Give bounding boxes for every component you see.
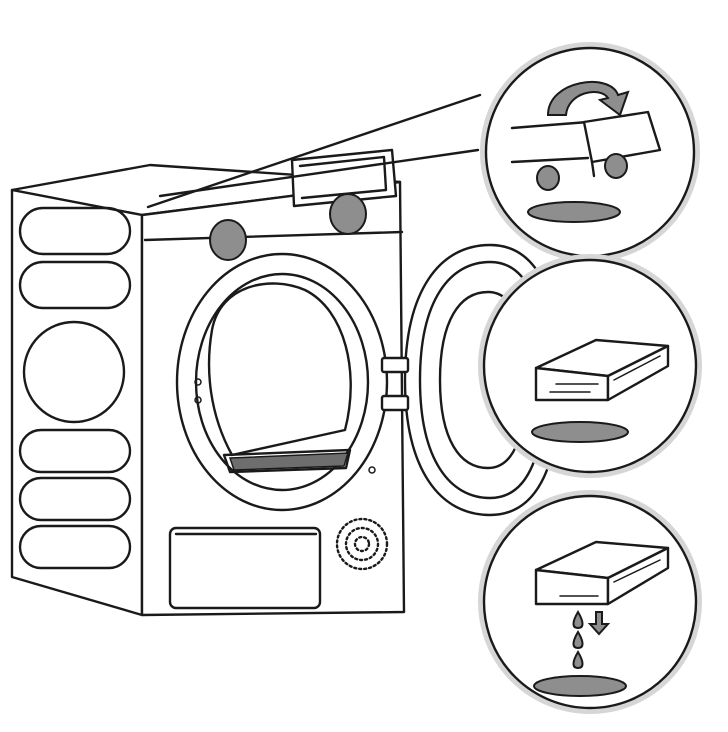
door-hinge-top: [380, 356, 410, 374]
basin-icon: [527, 201, 621, 223]
callout-lines: [146, 93, 482, 209]
drum-interior: [194, 282, 376, 474]
water-tank-drawer: [209, 148, 398, 261]
left-hand-icon: [536, 165, 560, 191]
right-hand-icon: [329, 193, 367, 235]
down-arrow-icon: [587, 611, 611, 636]
side-panel-ribs: [18, 206, 132, 570]
tank-over-basin-icon: [531, 338, 670, 443]
step-3-detail: [478, 490, 702, 714]
right-hand-icon: [604, 153, 628, 179]
step-2-detail: [478, 254, 702, 478]
door-hinge-bottom: [380, 394, 410, 412]
step-1-detail: [480, 42, 700, 262]
water-drop-icon: [572, 630, 584, 650]
left-hand-icon: [209, 219, 247, 261]
bottom-filter-panel: [168, 526, 322, 610]
water-drop-icon: [572, 650, 584, 670]
vent-grille: [335, 517, 389, 571]
water-drop-icon: [572, 610, 584, 630]
rotate-arrow-icon: [546, 81, 630, 117]
basin-icon: [533, 675, 627, 697]
water-drain-icon: [533, 540, 670, 697]
